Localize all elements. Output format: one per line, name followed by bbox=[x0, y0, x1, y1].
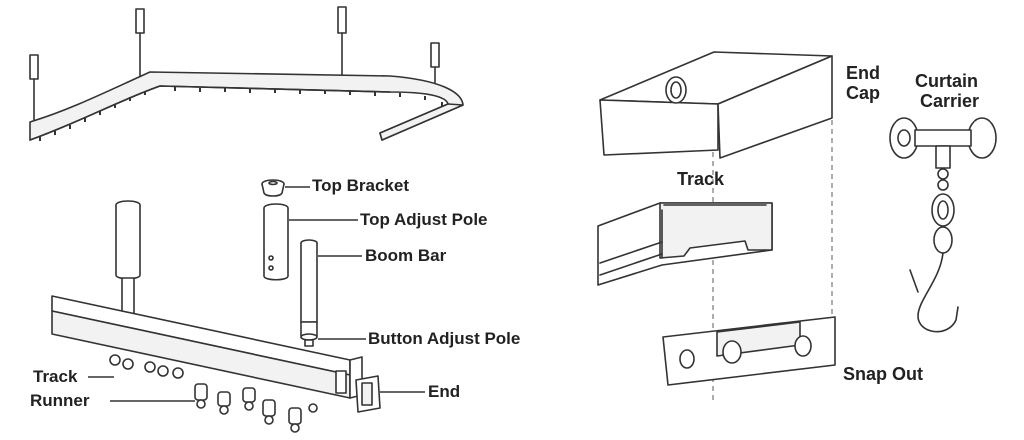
track-detail bbox=[597, 51, 997, 400]
runner bbox=[288, 407, 302, 433]
label-snap-out: Snap Out bbox=[843, 364, 923, 384]
label-button-adjust-pole: Button Adjust Pole bbox=[368, 329, 521, 348]
ceiling-pole bbox=[430, 42, 440, 89]
label-end-cap-line1: End bbox=[846, 63, 880, 83]
label-track-runner-line1: Track bbox=[33, 367, 78, 386]
track-profile bbox=[597, 202, 773, 286]
button-adjust-pole bbox=[300, 321, 318, 347]
top-bracket bbox=[261, 179, 285, 197]
runner bbox=[242, 387, 256, 411]
runner bbox=[194, 383, 208, 409]
ceiling-pole bbox=[337, 6, 347, 76]
top-adjust-pole bbox=[263, 203, 289, 281]
runner bbox=[144, 361, 169, 377]
label-track-detail: Track bbox=[677, 169, 725, 189]
snap-out-bracket bbox=[662, 316, 836, 386]
label-curtain-carrier-line1: Curtain bbox=[915, 71, 978, 91]
ceiling-pole bbox=[135, 8, 145, 79]
runner bbox=[172, 367, 184, 379]
label-top-adjust-pole: Top Adjust Pole bbox=[360, 210, 488, 229]
track-runner-teeth bbox=[39, 87, 443, 141]
curtain-carrier bbox=[889, 117, 997, 333]
pole-assembly bbox=[51, 179, 425, 433]
track-end bbox=[355, 375, 381, 413]
boom-bar bbox=[300, 239, 318, 323]
runner bbox=[308, 403, 318, 413]
label-boom-bar: Boom Bar bbox=[365, 246, 447, 265]
label-end: End bbox=[428, 382, 461, 401]
label-end-cap-line2: Cap bbox=[846, 83, 881, 103]
ceiling-track-overview bbox=[29, 6, 464, 141]
ceiling-pole bbox=[29, 54, 39, 123]
runner bbox=[109, 354, 134, 370]
end-cap bbox=[599, 51, 833, 159]
runner bbox=[217, 391, 231, 415]
label-track-runner-line2: Runner bbox=[30, 391, 90, 410]
label-top-bracket: Top Bracket bbox=[312, 176, 409, 195]
runner bbox=[262, 399, 276, 425]
track-runners bbox=[109, 354, 318, 433]
mounted-pole bbox=[115, 200, 141, 319]
main-track bbox=[51, 295, 363, 399]
label-curtain-carrier-line2: Carrier bbox=[920, 91, 980, 111]
